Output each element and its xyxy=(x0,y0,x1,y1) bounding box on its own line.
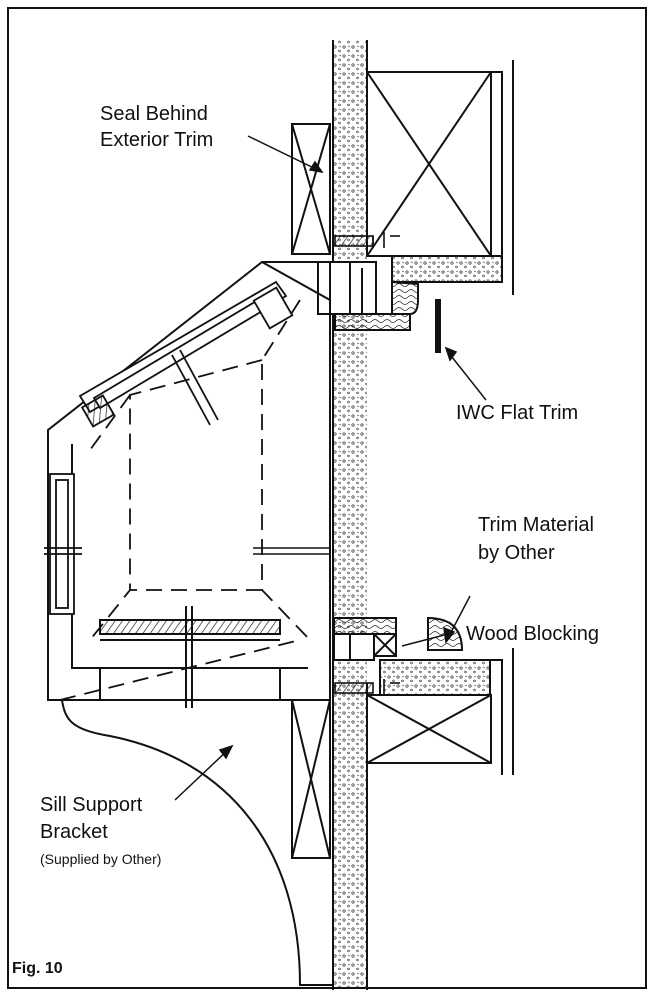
sill-support-bracket xyxy=(61,699,333,986)
label-sill-support-line1: Sill Support xyxy=(40,794,143,816)
label-trim-material-line2: by Other xyxy=(478,542,555,564)
head-wood xyxy=(317,261,419,331)
exterior-trim-top xyxy=(291,123,331,255)
label-iwc-flat-trim: IWC Flat Trim xyxy=(456,402,579,424)
break-lines xyxy=(253,547,330,555)
label-sill-note: (Supplied by Other) xyxy=(40,851,162,867)
header-framing xyxy=(366,60,514,295)
wall-stucco xyxy=(332,40,368,990)
label-wood-blocking: Wood Blocking xyxy=(466,623,600,645)
sill-wood-blocking xyxy=(333,617,397,661)
exterior-trim-bottom xyxy=(291,699,331,859)
label-trim-material-line1: Trim Material xyxy=(478,514,594,536)
sill-framing xyxy=(366,648,514,775)
sill-hatch xyxy=(99,606,281,708)
label-seal-line2: Exterior Trim xyxy=(100,129,214,151)
label-sill-support-line2: Bracket xyxy=(40,821,108,843)
iwc-flat-trim xyxy=(435,299,441,353)
angled-sash xyxy=(78,280,294,428)
figure-frame xyxy=(7,7,647,989)
seat-board-hidden xyxy=(59,299,311,701)
label-seal-line1: Seal Behind xyxy=(100,103,208,125)
leader-lines xyxy=(174,135,487,801)
screws xyxy=(334,232,400,695)
flanker-window xyxy=(44,473,82,615)
figure-caption: Fig. 10 xyxy=(12,960,63,977)
